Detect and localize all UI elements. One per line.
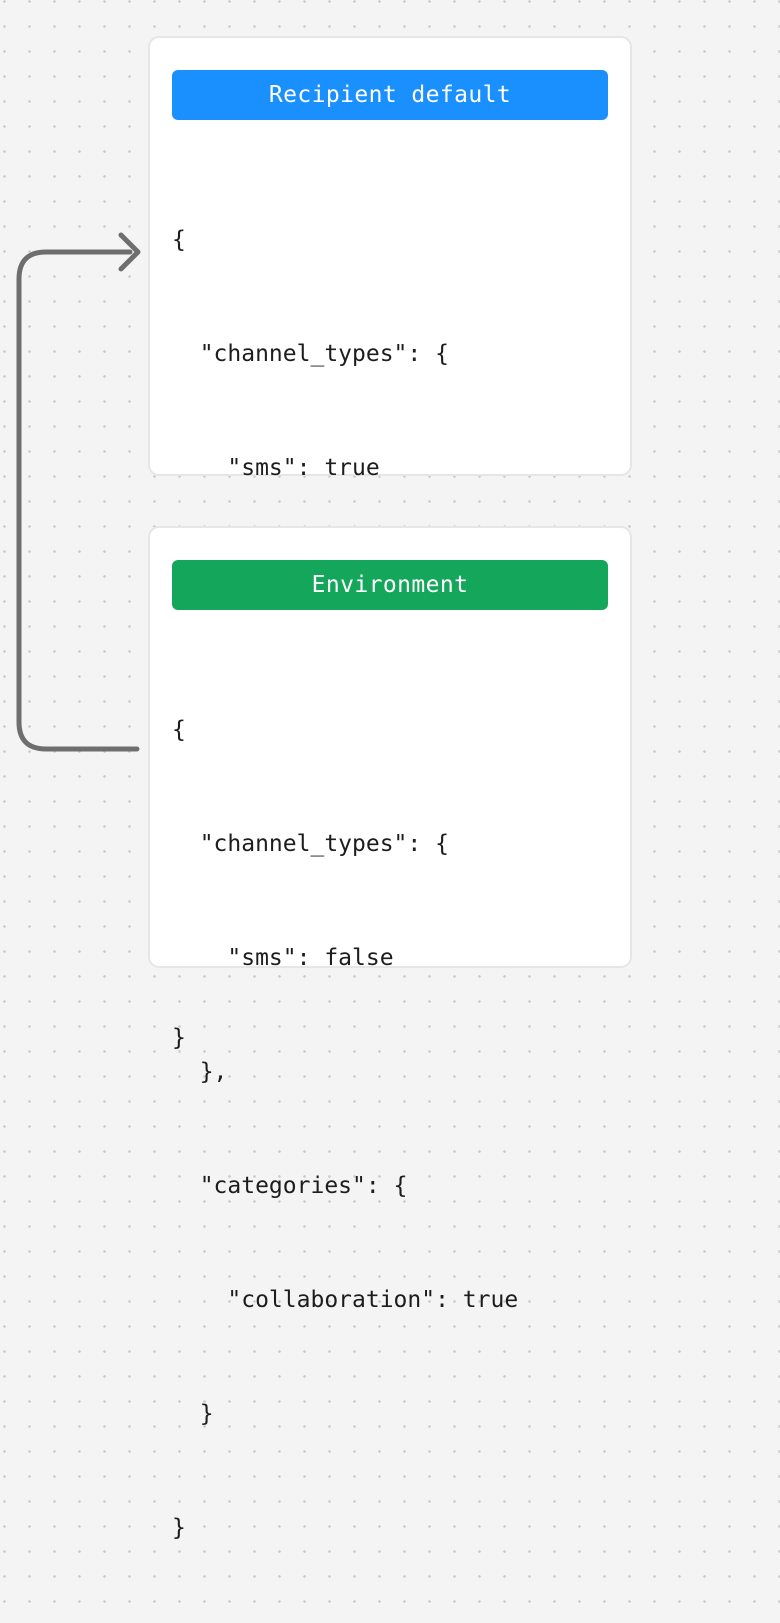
code-line: } xyxy=(172,1401,214,1427)
code-line: "sms": false xyxy=(172,945,394,971)
card-header-recipient-default: Recipient default xyxy=(172,70,608,120)
code-line: "categories": { xyxy=(172,1173,408,1199)
code-line: "channel_types": { xyxy=(172,341,449,367)
diagram-canvas: Recipient default { "channel_types": { "… xyxy=(16,36,632,1541)
arrow-head-icon xyxy=(118,232,141,272)
code-line: } xyxy=(172,1515,186,1541)
code-line: "collaboration": true xyxy=(172,1287,519,1313)
card-recipient-default[interactable]: Recipient default { "channel_types": { "… xyxy=(148,36,632,1051)
code-line: }, xyxy=(172,1059,228,1085)
code-line: "channel_types": { xyxy=(172,831,449,857)
card-environment[interactable]: Environment { "channel_types": { "sms": … xyxy=(148,526,632,1541)
override-arrow-path xyxy=(16,249,140,752)
card-header-environment: Environment xyxy=(172,560,608,610)
code-line: "sms": true xyxy=(172,455,380,481)
code-line: { xyxy=(172,717,186,743)
code-line: { xyxy=(172,227,186,253)
json-body-environment: { "channel_types": { "sms": false }, "ca… xyxy=(172,635,612,1623)
